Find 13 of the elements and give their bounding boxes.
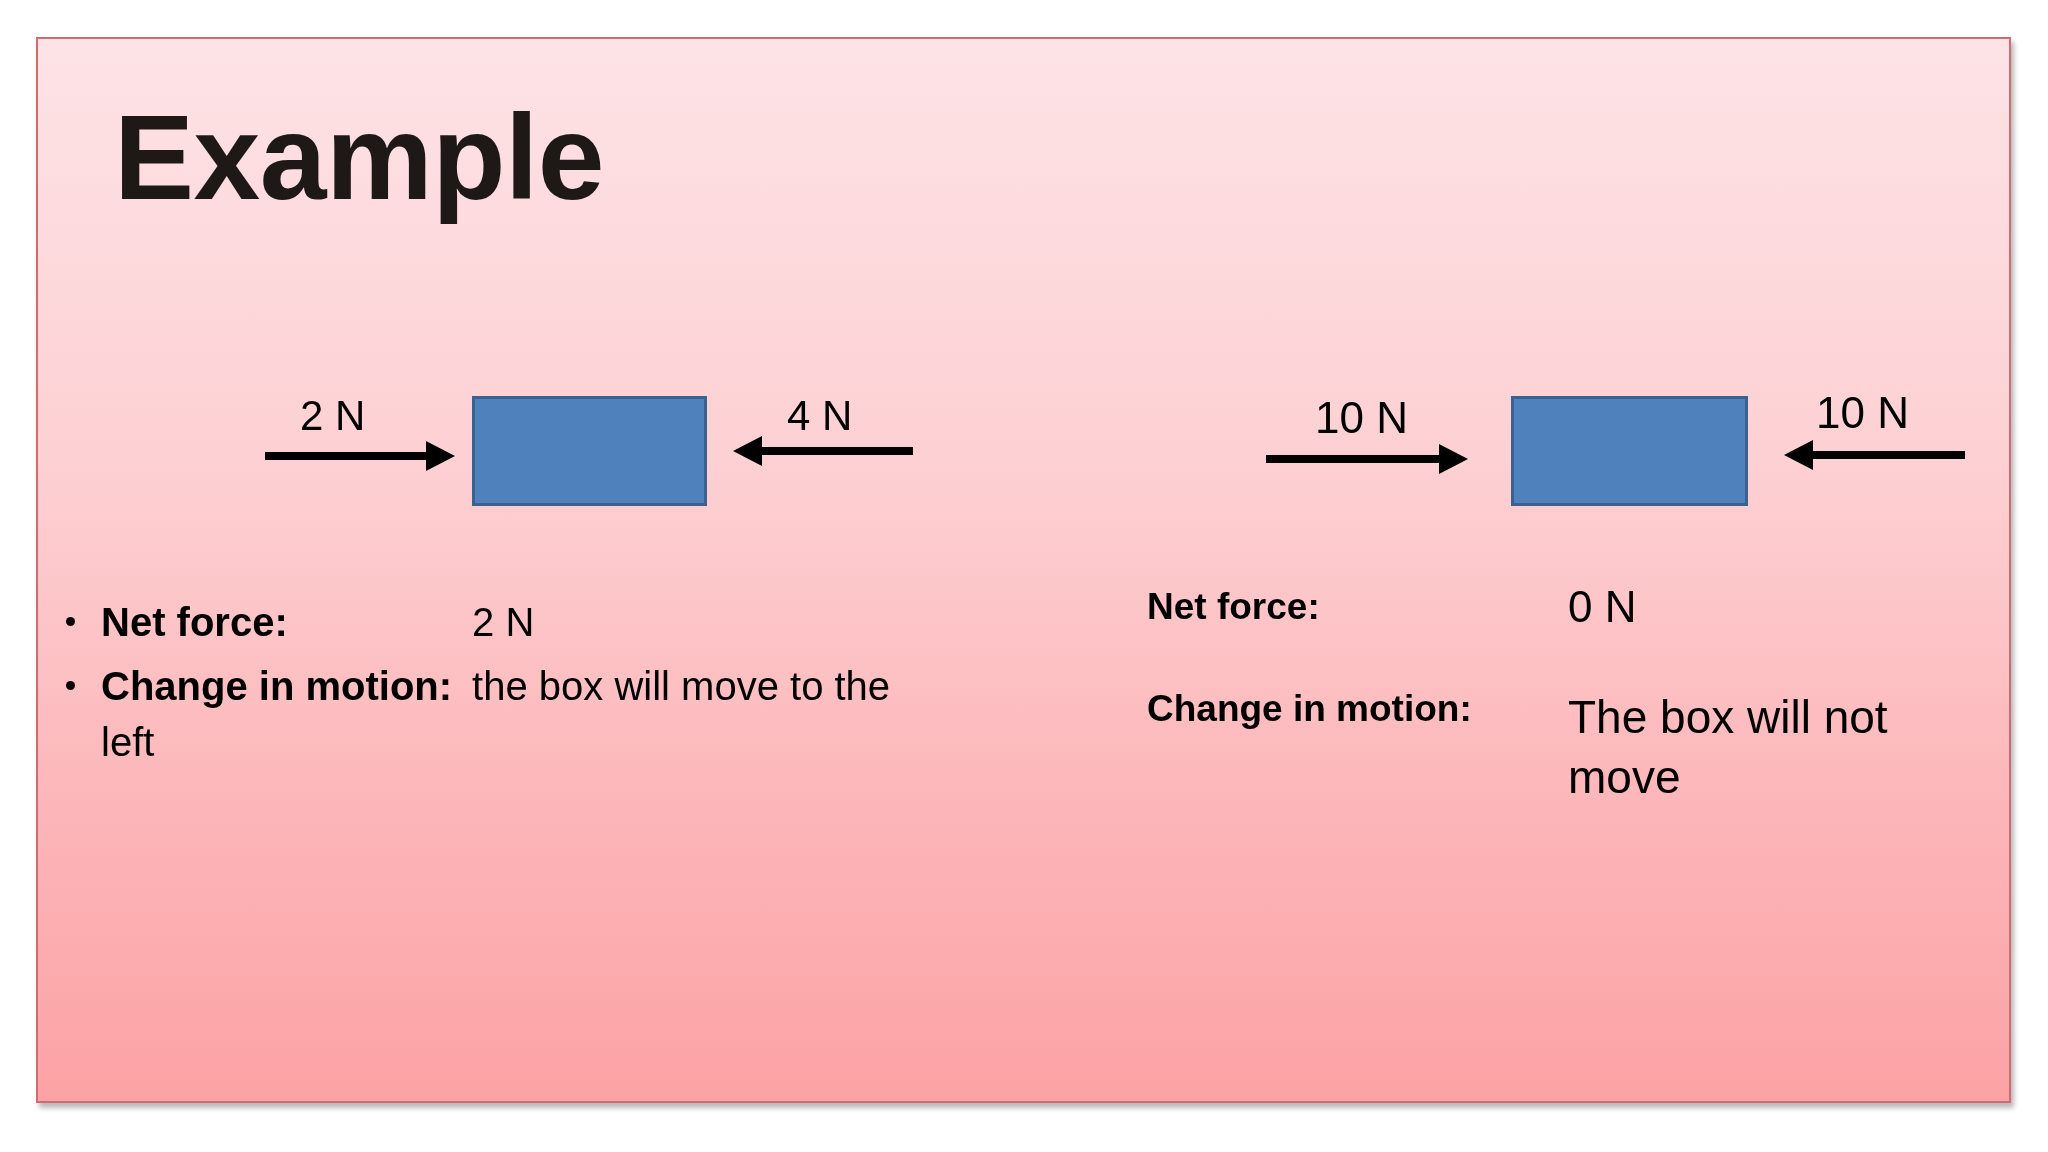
force-label: 10 N	[1816, 388, 1909, 439]
answer-text: The box will not move	[1568, 690, 1889, 805]
value-text: 0 N	[1568, 582, 1638, 633]
block-shape	[472, 396, 707, 506]
list-item-text: Change in motion: the box will move to the left	[101, 663, 892, 766]
force-label: 4 N	[787, 392, 853, 441]
slide-title: Example	[114, 89, 605, 226]
list-item-text: Net force: 2 N	[101, 599, 536, 646]
force-label: 10 N	[1315, 393, 1408, 444]
row-heading: Net force:	[1147, 586, 1320, 629]
row-heading: Change in motion:	[1147, 688, 1472, 731]
block-shape	[1511, 396, 1748, 506]
force-label: 2 N	[300, 392, 366, 441]
